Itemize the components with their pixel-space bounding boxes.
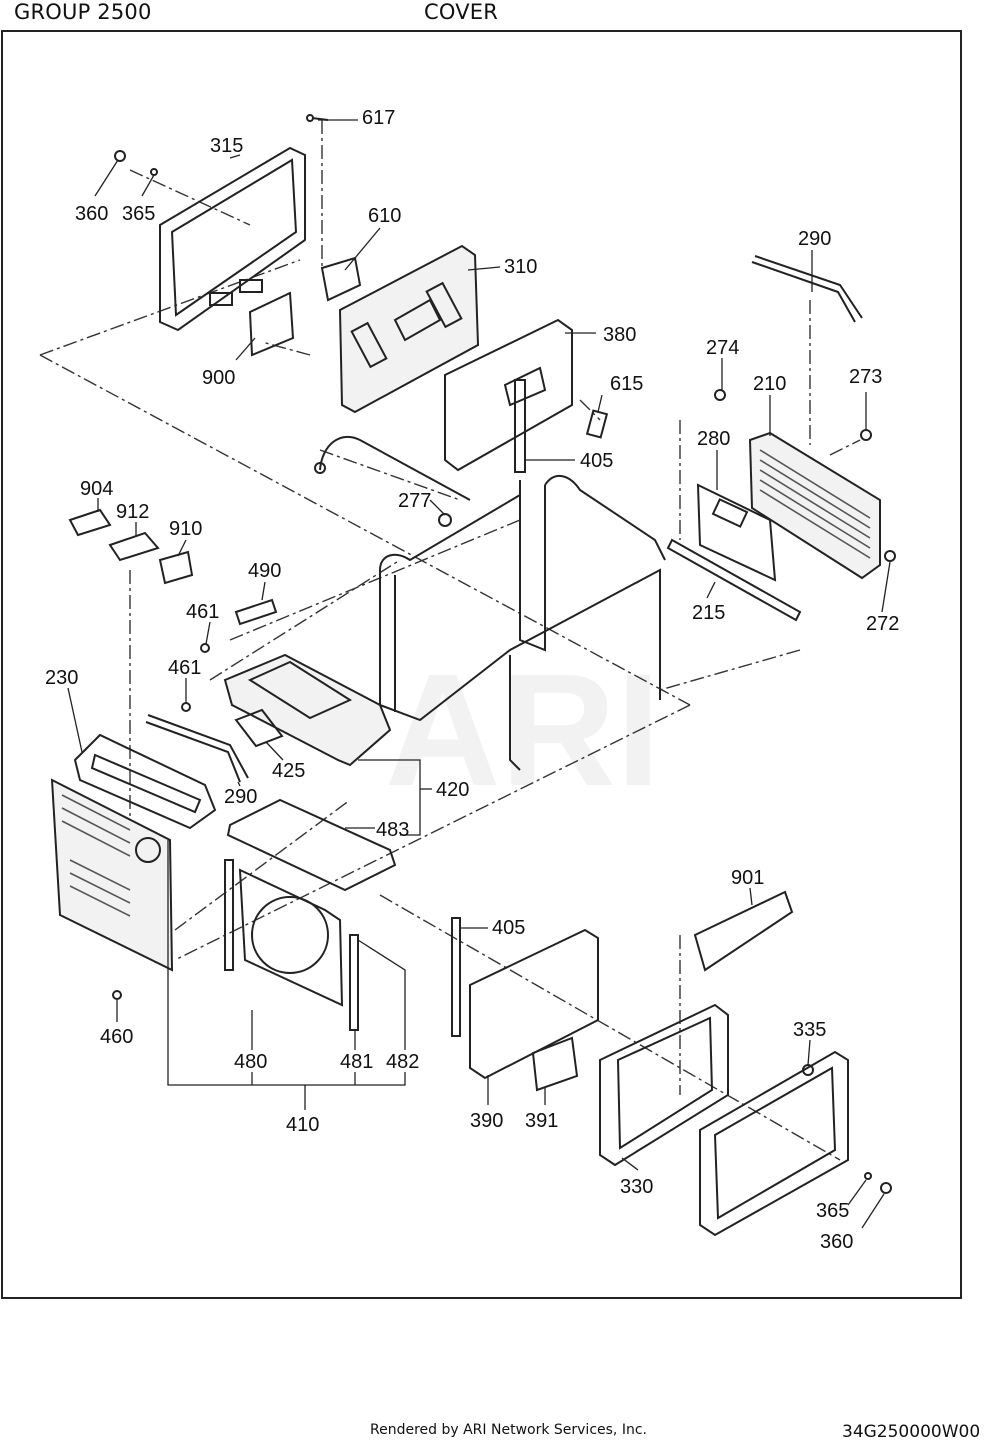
callout-405-upper: 405: [580, 450, 613, 472]
group-label: GROUP 2500: [14, 0, 152, 24]
front-grille-slats: [61, 794, 131, 917]
part-420-bracket: [223, 653, 392, 767]
callout-420: 420: [436, 779, 469, 801]
callout-900: 900: [202, 367, 235, 389]
callout-610: 610: [368, 205, 401, 227]
part-405-strip-upper: [514, 379, 526, 473]
callout-230: 230: [45, 667, 78, 689]
part-230-front-top: [73, 733, 217, 830]
part-330-cover: [599, 1003, 729, 1167]
part-215-rail: [666, 538, 802, 622]
callout-315: 315: [210, 135, 243, 157]
callout-335: 335: [793, 1019, 826, 1041]
callout-290-left: 290: [224, 786, 257, 808]
callout-425: 425: [272, 760, 305, 782]
callout-901: 901: [731, 867, 764, 889]
callout-365-upper: 365: [122, 203, 155, 225]
part-315-top-cover: [159, 146, 306, 332]
part-277-cable: [314, 435, 471, 527]
part-901-label: [693, 890, 794, 972]
leader-lines: [67, 119, 891, 1229]
part-frame-tube: [379, 475, 666, 771]
rendered-by-credit: Rendered by ARI Network Services, Inc.: [370, 1422, 647, 1438]
callout-273: 273: [849, 366, 882, 388]
callout-481: 481: [340, 1051, 373, 1073]
part-391-label: [531, 1036, 579, 1092]
callout-461-upper: 461: [186, 601, 219, 623]
section-title: COVER: [424, 0, 499, 24]
part-460-front-panel: [50, 778, 174, 1000]
callout-272: 272: [866, 613, 899, 635]
part-390-pad: [469, 928, 599, 1080]
callout-904: 904: [80, 478, 113, 500]
diagram-frame: [1, 30, 962, 1299]
callout-615: 615: [610, 373, 643, 395]
callout-391: 391: [525, 1110, 558, 1132]
callout-460: 460: [100, 1026, 133, 1048]
callout-365-lower: 365: [816, 1200, 849, 1222]
part-490-pad: [234, 598, 278, 626]
callout-482: 482: [386, 1051, 419, 1073]
part-365-360-screws-lower: [864, 1172, 892, 1194]
part-273-screw: [860, 429, 872, 441]
callout-215: 215: [692, 602, 725, 624]
part-610-bracket: [320, 256, 362, 302]
part-480-baffle: [238, 868, 344, 1007]
callout-912: 912: [116, 501, 149, 523]
part-360-365-screws-upper: [114, 150, 158, 176]
callout-380: 380: [603, 324, 636, 346]
callout-274: 274: [706, 337, 739, 359]
callout-360-upper: 360: [75, 203, 108, 225]
part-335-cover: [699, 1050, 849, 1237]
callout-483: 483: [376, 819, 409, 841]
assembly-lines: [39, 120, 861, 1161]
part-405-strip-lower: [451, 917, 461, 1037]
callout-405-lower: 405: [492, 917, 525, 939]
part-425-pad: [234, 708, 284, 748]
drawing-id: 34G250000W00: [842, 1422, 981, 1442]
callout-617: 617: [362, 107, 395, 129]
callout-410: 410: [286, 1114, 319, 1136]
part-310-panel: [338, 244, 480, 414]
part-380-pad: [444, 318, 573, 472]
part-272-screw: [884, 550, 896, 562]
callout-330: 330: [620, 1176, 653, 1198]
part-900-label: [248, 291, 295, 357]
part-615-clip: [585, 409, 609, 439]
callout-390: 390: [470, 1110, 503, 1132]
callout-210: 210: [753, 373, 786, 395]
part-290-handle-right: [751, 255, 863, 323]
part-274-screw: [714, 389, 726, 401]
callout-360-lower: 360: [820, 1231, 853, 1253]
callout-277: 277: [398, 490, 431, 512]
callout-310: 310: [504, 256, 537, 278]
callout-labels: 617 315 360 365 610 310 290 380 274 210 …: [45, 107, 899, 1253]
callout-461-lower: 461: [168, 657, 201, 679]
part-481-482-strips: [224, 859, 359, 1031]
callout-280: 280: [697, 428, 730, 450]
grille-slats: [759, 449, 871, 559]
part-210-rear-grille: [748, 431, 881, 580]
callout-490: 490: [248, 560, 281, 582]
part-483-plate: [226, 798, 397, 892]
callout-910: 910: [169, 518, 202, 540]
part-280-plate: [696, 483, 777, 582]
callout-290-right: 290: [798, 228, 831, 250]
part-290-handle-left: [145, 714, 249, 783]
callout-480: 480: [234, 1051, 267, 1073]
